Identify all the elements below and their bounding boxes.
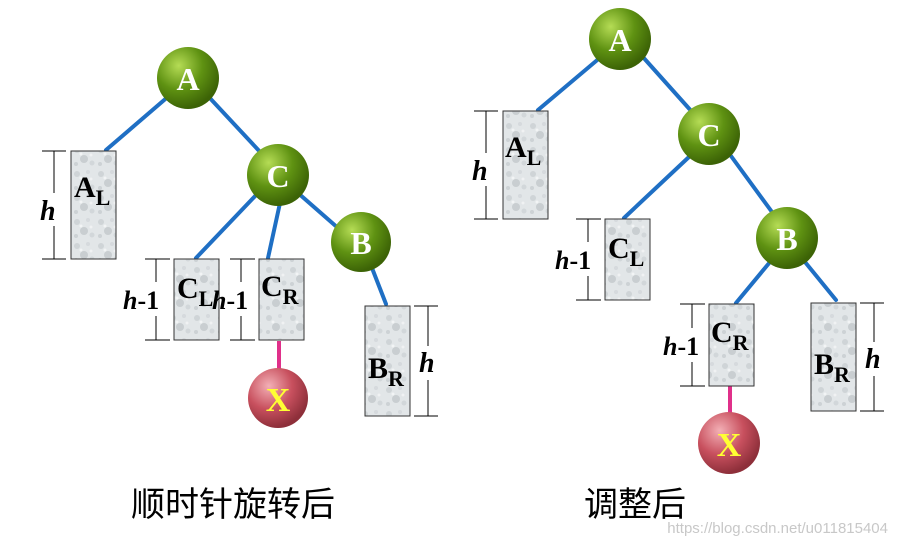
left-diagram: AL h CL h-1 CR	[40, 47, 438, 525]
right-node-a: A	[589, 8, 651, 70]
right-cr-height-bracket	[680, 303, 705, 387]
left-subtree-br-box	[364, 305, 411, 417]
right-cr-height-label: h-1	[663, 332, 699, 361]
right-node-b: B	[756, 207, 818, 269]
left-subtree-cr-box	[258, 258, 305, 341]
left-subtree-al-box	[70, 150, 117, 260]
right-edge-c-cl	[622, 154, 692, 220]
left-cl-height-label: h-1	[123, 286, 159, 315]
left-subtree-br: BR h	[364, 305, 438, 417]
left-subtree-al-label: AL	[74, 171, 110, 210]
right-subtree-al-box	[502, 110, 549, 220]
left-cl-height-bracket	[145, 258, 170, 341]
right-subtree-cl-box	[604, 218, 651, 301]
right-al-height-label: h	[472, 156, 488, 187]
right-subtree-br: BR h	[810, 302, 884, 412]
right-edges	[536, 54, 838, 305]
left-edge-a-al	[104, 93, 172, 152]
right-edge-c-b	[729, 154, 774, 214]
right-edge-b-br	[803, 260, 838, 302]
left-node-c: C	[247, 144, 309, 206]
right-cl-height-bracket	[576, 218, 601, 301]
right-subtree-cr-box	[708, 303, 755, 387]
right-al-height-bracket	[474, 110, 498, 220]
right-node-c-label: C	[697, 117, 720, 153]
left-edge-c-cl	[194, 191, 260, 260]
left-subtree-cr: CR h-1	[212, 258, 305, 341]
right-edge-a-c	[640, 54, 695, 115]
right-node-c: C	[678, 103, 740, 165]
left-al-height-bracket	[42, 150, 66, 260]
left-subtree-al: AL h	[40, 150, 117, 260]
right-edge-a-al	[536, 54, 604, 112]
left-subtree-cr-label: CR	[261, 270, 300, 309]
left-subtree-cl: CL h-1	[123, 258, 220, 341]
right-subtree-cl-label: CL	[608, 232, 644, 271]
right-edge-b-cr	[734, 260, 772, 305]
left-node-a: A	[157, 47, 219, 109]
right-subtree-cl: CL h-1	[555, 218, 651, 301]
right-cl-height-label: h-1	[555, 246, 591, 275]
right-subtree-cr: CR h-1	[663, 303, 755, 387]
right-node-x-label: X	[717, 427, 742, 464]
left-al-height-label: h	[40, 196, 56, 227]
right-diagram: AL h CL h-1 CR	[472, 8, 884, 525]
right-caption: 调整后	[584, 485, 686, 525]
right-node-a-label: A	[608, 22, 631, 58]
left-subtree-cl-label: CL	[177, 272, 213, 311]
left-cr-height-label: h-1	[212, 286, 248, 315]
right-br-height-label: h	[865, 344, 881, 375]
left-subtree-br-label: BR	[368, 352, 405, 391]
left-node-x-label: X	[266, 382, 291, 419]
left-edge-c-cr	[266, 201, 282, 260]
left-caption: 顺时针旋转后	[131, 485, 335, 525]
right-subtree-al: AL h	[472, 110, 549, 220]
right-subtree-br-box	[810, 302, 857, 412]
left-node-c-label: C	[266, 158, 289, 194]
right-br-height-bracket	[860, 302, 884, 412]
right-subtree-al-label: AL	[505, 131, 541, 170]
watermark: https://blog.csdn.net/u011815404	[667, 520, 888, 537]
right-subtree-cr-label: CR	[711, 316, 750, 355]
left-br-height-bracket	[414, 305, 438, 417]
left-node-b-label: B	[350, 225, 371, 261]
left-cr-height-bracket	[230, 258, 255, 341]
left-edges	[104, 93, 388, 306]
left-subtree-cl-box	[173, 258, 220, 341]
left-edge-b-br	[370, 266, 388, 306]
left-node-x: X	[248, 368, 308, 428]
right-node-x: X	[698, 412, 760, 474]
left-node-a-label: A	[176, 61, 199, 97]
right-subtree-br-label: BR	[814, 348, 851, 387]
left-edge-c-b	[296, 191, 340, 230]
left-edge-a-c	[205, 93, 264, 156]
left-node-b: B	[331, 212, 391, 272]
right-node-b-label: B	[776, 221, 797, 257]
left-br-height-label: h	[419, 348, 435, 379]
